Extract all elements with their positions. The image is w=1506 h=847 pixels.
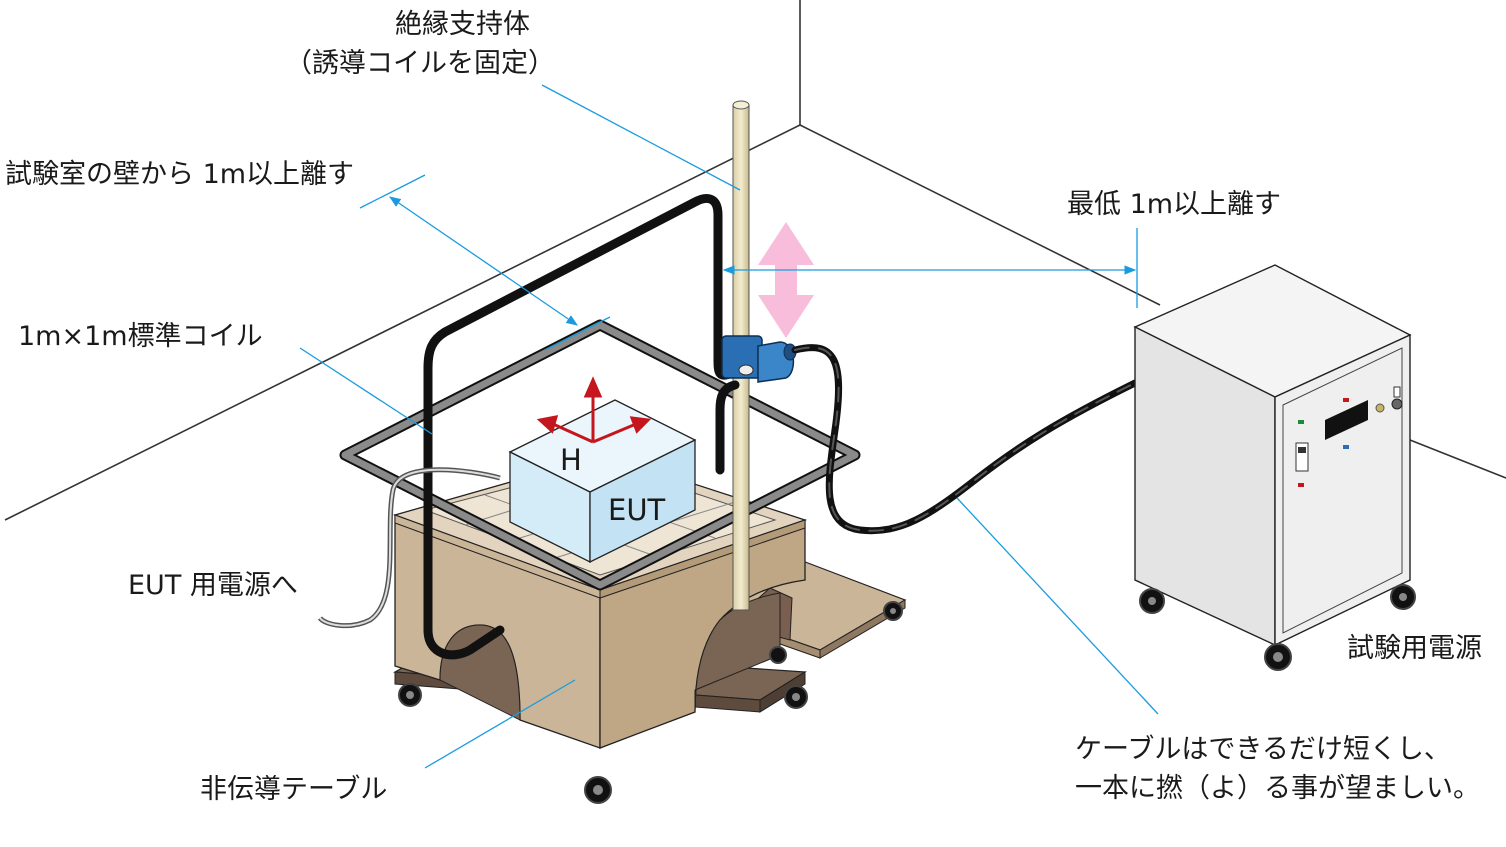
eut-power-cable xyxy=(317,467,501,629)
leader-lines xyxy=(299,84,1159,769)
support-label-line1: 絶縁支持体 xyxy=(395,9,530,40)
field-h-label: H xyxy=(560,443,582,477)
magnetic-field-arrows xyxy=(536,376,652,444)
wall-distance-label: 試験室の壁から 1m以上離す xyxy=(5,159,354,190)
test-power-cabinet xyxy=(1133,264,1416,671)
eut-box xyxy=(508,399,697,564)
test-power-label: 試験用電源 xyxy=(1347,633,1482,664)
induction-coil xyxy=(423,194,740,660)
standard-coil-1m-loop xyxy=(339,319,861,591)
coil-clamp xyxy=(721,335,797,383)
labels: 絶縁支持体 （誘導コイルを固定） 試験室の壁から 1m以上離す 最低 1m以上離… xyxy=(5,9,1482,805)
support-label-line2: （誘導コイルを固定） xyxy=(285,48,555,79)
twisted-cable xyxy=(791,344,1139,535)
min-distance-label: 最低 1m以上離す xyxy=(1067,189,1281,220)
cable-note-line1: ケーブルはできるだけ短くし、 xyxy=(1075,734,1451,765)
cable-note-line2: 一本に撚（よ）る事が望ましい。 xyxy=(1075,773,1480,804)
eut-power-label: EUT 用電源へ xyxy=(128,570,298,601)
eut-label: EUT xyxy=(608,493,666,527)
vertical-adjust-arrow xyxy=(758,222,814,338)
standard-coil-label: 1m×1m標準コイル xyxy=(18,321,263,352)
table-label: 非伝導テーブル xyxy=(200,774,387,805)
